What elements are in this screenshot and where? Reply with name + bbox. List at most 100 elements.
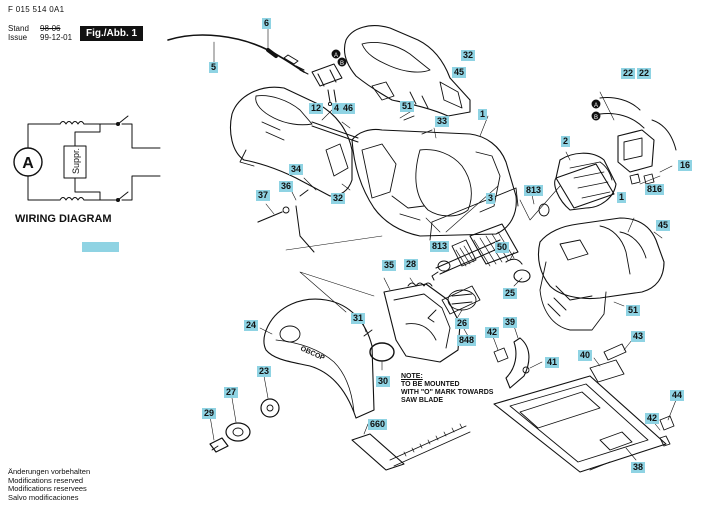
bearing <box>513 269 531 283</box>
callout-part-6: 6 <box>262 18 272 29</box>
callout-part-45: 45 <box>452 67 467 78</box>
note-line: WITH "O" MARK TOWARDS <box>401 389 494 396</box>
callout-part-33: 33 <box>435 116 450 127</box>
callout-part-36: 36 <box>279 181 294 192</box>
wire-marker: B <box>340 61 344 67</box>
modification-notes: Änderungen vorbehalten Modifications res… <box>8 467 91 502</box>
callout-part-42b: 42 <box>645 413 660 424</box>
callout-part-24: 24 <box>244 320 259 331</box>
mounting-note: NOTE: TO BE MOUNTED WITH "O" MARK TOWARD… <box>401 373 493 405</box>
callout-part-37: 37 <box>256 190 271 201</box>
callout-part-41: 41 <box>545 357 560 368</box>
guard-marking: OBCOP <box>299 345 326 362</box>
callout-part-3: 3 <box>486 193 496 204</box>
depth-lever <box>505 337 530 389</box>
callout-part-4: 4 <box>332 103 342 114</box>
switch-top <box>117 115 161 149</box>
blank-callout-tag <box>82 242 119 252</box>
wiring-diagram: A Suppr. <box>13 115 161 203</box>
callout-part-813b: 813 <box>430 241 450 252</box>
misc-screws <box>257 115 433 337</box>
callout-part-35: 35 <box>382 260 397 271</box>
callout-part-32: 32 <box>461 50 476 61</box>
note-es: Salvo modificaciones <box>8 492 79 502</box>
switch-bottom <box>117 175 161 201</box>
wire-marker: A <box>594 103 598 109</box>
motor-label: A <box>22 155 34 172</box>
coil-top <box>59 121 85 125</box>
wire-marker: B <box>594 115 598 121</box>
armature <box>431 203 550 281</box>
wiring-diagram-title: WIRING DIAGRAM <box>15 213 112 225</box>
note-en: Modifications reserved <box>8 475 84 485</box>
callout-part-26: 26 <box>455 318 470 329</box>
issue-label: Issue <box>8 33 28 42</box>
callout-part-30: 30 <box>376 376 391 387</box>
callout-part-51b: 51 <box>626 305 641 316</box>
callout-part-32b: 32 <box>331 193 346 204</box>
cord-clamp <box>311 63 343 107</box>
note-heading: NOTE: <box>401 373 423 380</box>
handle-half-left <box>229 86 353 197</box>
callout-part-813: 813 <box>524 185 544 196</box>
callout-part-1: 1 <box>478 109 488 120</box>
callout-part-44: 44 <box>670 390 685 401</box>
callout-part-39: 39 <box>503 317 518 328</box>
callout-part-1b: 1 <box>617 192 627 203</box>
callout-part-27: 27 <box>224 387 239 398</box>
callout-part-50: 50 <box>495 242 510 253</box>
suppressor-label: Suppr. <box>71 148 81 174</box>
callout-part-22b: 22 <box>637 68 652 79</box>
callout-part-38: 38 <box>631 462 646 473</box>
callout-part-16: 16 <box>678 160 693 171</box>
callout-part-25: 25 <box>503 288 518 299</box>
document-number: F 015 514 0A1 <box>8 5 65 14</box>
handle-half-top <box>343 25 471 117</box>
callout-part-43: 43 <box>631 331 646 342</box>
callout-part-31: 31 <box>351 313 366 324</box>
power-cord <box>167 34 309 75</box>
callout-part-28: 28 <box>404 259 419 270</box>
note-de: Änderungen vorbehalten <box>8 467 91 476</box>
note-line: TO BE MOUNTED <box>401 381 460 388</box>
callout-part-29: 29 <box>202 408 217 419</box>
wire-marker: A <box>334 53 338 59</box>
brush-holder <box>599 97 677 185</box>
callout-part-22: 22 <box>621 68 636 79</box>
callout-part-5: 5 <box>209 62 219 73</box>
wire-markers: A B A B <box>331 49 601 121</box>
retaining-ring <box>505 258 523 265</box>
stand-label: Stand <box>8 24 29 33</box>
motor-housing <box>351 128 517 237</box>
armature-bracket <box>429 187 519 241</box>
switch-rod <box>311 121 359 143</box>
issue-date: 99-12-01 <box>40 33 73 42</box>
callout-part-660: 660 <box>368 419 388 430</box>
callout-part-816: 816 <box>645 184 665 195</box>
base-plate <box>493 375 667 473</box>
lower-guard <box>383 283 461 363</box>
rip-fence <box>351 423 471 471</box>
callout-part-848: 848 <box>457 335 477 346</box>
callout-part-46: 46 <box>341 103 356 114</box>
gear-housing <box>537 217 665 331</box>
note-line: SAW BLADE <box>401 397 443 404</box>
callout-part-34: 34 <box>289 164 304 175</box>
blade-hardware <box>209 398 280 453</box>
callout-part-12: 12 <box>309 103 324 114</box>
callout-part-45b: 45 <box>656 220 671 231</box>
note-fr: Modifications reservees <box>8 484 87 493</box>
figure-label: Fig./Abb. 1 <box>80 26 144 41</box>
adjust-parts <box>493 343 675 447</box>
guard-spring <box>407 282 433 287</box>
callout-part-42: 42 <box>485 327 500 338</box>
callout-part-23: 23 <box>257 366 272 377</box>
washer-ring <box>369 342 395 362</box>
coil-bottom <box>59 197 85 201</box>
field-coil <box>554 152 617 211</box>
callout-part-40: 40 <box>578 350 593 361</box>
callout-part-2: 2 <box>561 136 571 147</box>
